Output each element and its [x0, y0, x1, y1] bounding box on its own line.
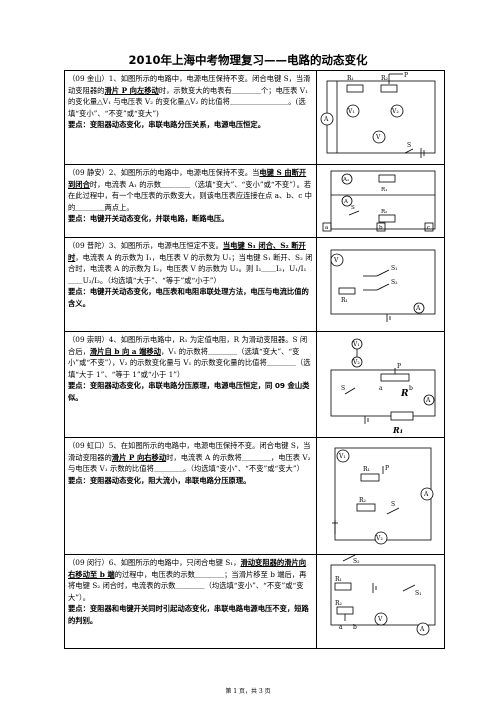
label-s: S [391, 501, 395, 508]
problem-text: （09 静安）2、如图所示的电路中，电源电压保持不变。当电键 S 由断开到闭合时… [65, 165, 317, 237]
label-point-c: c [427, 225, 430, 231]
circuit-diagram-3: V S₁ S₂ R₁ A [317, 238, 444, 331]
label-v1: V₁ [347, 108, 355, 115]
problem-row-5: （09 虹口）5、在如图所示的电路中，电源电压保持不变。闭合电键 S，当滑动变阻… [65, 437, 444, 554]
key-point: 要点：变阻器和电键开关同时引起动态变化，串联电路电源电压不变，短路的判别。 [68, 604, 309, 625]
problem-emphasis: 滑片 P 向左移动 [104, 85, 159, 95]
label-point-b: b [379, 225, 383, 231]
label-a: A [343, 199, 349, 205]
problem-emphasis: 当电键 S₁ 闭合、S₂ 断开时 [68, 241, 306, 262]
label-v1: V₁ [338, 453, 346, 460]
problem-emphasis: 电键 S 由断开到闭合 [68, 168, 307, 189]
problem-text: （09 金山）1、如图所示的电路中，电源电压保持不变。闭合电键 S，当滑动变阻器… [65, 71, 317, 164]
label-r1: R₁ [392, 425, 403, 435]
label-v2: V₂ [352, 359, 360, 366]
label-a: A [425, 397, 431, 404]
label-a1: A₁ [342, 177, 349, 183]
label-r1: R₁ [363, 466, 370, 473]
label-a: A [423, 491, 429, 498]
label-a: A [415, 305, 421, 312]
label-v2: V₂ [375, 535, 383, 542]
label-s1: S₁ [391, 265, 398, 272]
label-r2: R₂ [381, 75, 389, 82]
label-point-b: b [353, 624, 357, 631]
label-v: V [375, 134, 381, 141]
problem-body: （09 普陀）3、如图所示，电源电压恒定不变。 [68, 241, 223, 250]
label-s: S [351, 205, 355, 211]
key-point: 要点：电键开关动态变化，电压表和电阻串联处理方法，电压与电流比值的含义。 [68, 287, 309, 308]
key-point: 要点：电键开关动态变化，并联电路，断路电压。 [68, 214, 229, 224]
label-v2: V₂ [391, 108, 399, 115]
problem-body: （09 金山）1、如图所示的电路中，电源电压保持不变。闭合电键 S，当滑动变阻器… [68, 74, 311, 95]
circuit-diagram-4: V₁ V₂ P S a b R A R₁ [317, 332, 444, 437]
label-s: S [341, 385, 345, 392]
circuit-diagram-5: V₁ R₁ P A R₂ S V₂ [317, 438, 444, 554]
label-v: V [333, 257, 339, 264]
label-v1: V₁ [352, 341, 360, 348]
problem-body-rest: 时，示数变大的电表有＿＿＿＿个；电压表 V₁ 的变化量△V₁ 与电压表 V₂ 的… [68, 85, 308, 118]
problem-row-2: （09 静安）2、如图所示的电路中，电源电压保持不变。当电键 S 由断开到闭合时… [65, 164, 444, 237]
label-r1: R₁ [381, 187, 387, 193]
problem-emphasis: 滑动变阻器的滑片向右移动至 b 端 [68, 558, 307, 579]
label-a-end: a [379, 385, 383, 392]
label-r2: R₂ [381, 209, 387, 215]
key-point: 要点：变阻器动态变化，阻大流小，串联电路分压原理。 [68, 475, 251, 485]
label-a: A [323, 116, 329, 123]
problem-body: （09 静安）2、如图所示的电路中，电源电压保持不变。当 [68, 168, 260, 177]
problem-text: （09 虹口）5、在如图所示的电路中，电源电压保持不变。闭合电键 S，当滑动变阻… [65, 438, 317, 554]
page-footer: 第 1 页，共 3 页 [225, 688, 271, 695]
problem-body-rest: 时，电流表 A 的示数将＿＿＿＿，电压表 V₂ 与电压表 V₁ 示数的比值将＿＿… [68, 452, 311, 474]
problem-text: （09 闵行）6、如图所示的电路中，只闭合电键 S₁，滑动变阻器的滑片向右移动至… [65, 555, 317, 648]
label-r2: R₂ [335, 600, 343, 607]
problem-emphasis: 滑片 P 向右移动 [111, 452, 167, 462]
problem-body: （09 闵行）6、如图所示的电路中，只闭合电键 S₁， [68, 558, 241, 567]
circuit-diagram-1: R₁ R₂ P V₁ V₂ A V S [317, 71, 444, 164]
label-r1: R₁ [341, 297, 348, 304]
label-b-end: b [409, 385, 413, 392]
problem-body: （09 崇明）4、如图所示电路中，R₁ 为定值电阻，R 为滑动变阻器。S 闭合后… [68, 335, 308, 356]
problem-row-6: （09 闵行）6、如图所示的电路中，只闭合电键 S₁，滑动变阻器的滑片向右移动至… [65, 554, 444, 648]
circuit-diagram-2: A₁ A R₁ R₂ S a b c [317, 165, 444, 237]
label-s2: S₂ [391, 279, 398, 286]
problem-body-rest: 的过程中，电压表的示数＿＿＿＿；当滑片移至 b 端后，再将电键 S₂ 闭合时，电… [68, 569, 307, 602]
label-s2: S₂ [353, 558, 360, 565]
label-a: A [419, 626, 425, 633]
problem-body-rest: ，电流表 A 的示数为 I₁，电压表 V 的示数为 U₁；当电键 S₁ 断开、S… [68, 252, 313, 285]
label-r1: R₁ [347, 75, 354, 82]
problem-row-1: （09 金山）1、如图所示的电路中，电源电压保持不变。闭合电键 S，当滑动变阻器… [65, 71, 444, 164]
label-point-a: a [325, 225, 329, 231]
label-p: P [404, 72, 408, 79]
circuit-diagram-6: S₂ R₁ S₁ R₂ a b V A [317, 555, 444, 648]
key-point: 要点：变阻器动态变化，串联电路分压原理，电源电压恒定，同 09 金山类似。 [68, 381, 310, 402]
label-p: P [385, 465, 389, 472]
problem-emphasis: 滑片自 b 向 a 端移动 [89, 346, 161, 356]
problem-body: （09 虹口）5、在如图所示的电路中，电源电压保持不变。闭合电键 S，当滑动变阻… [68, 441, 311, 462]
problem-text: （09 崇明）4、如图所示电路中，R₁ 为定值电阻，R 为滑动变阻器。S 闭合后… [65, 332, 317, 437]
problem-body-rest: 时，电流表 A₁ 的示数＿＿＿＿（选填“变大”、“变小”或“不变”）。若在此过程… [68, 179, 312, 212]
label-r2: R₂ [359, 497, 367, 504]
problem-row-4: （09 崇明）4、如图所示电路中，R₁ 为定值电阻，R 为滑动变阻器。S 闭合后… [65, 331, 444, 437]
problem-body-rest: ，V₁ 的示数将＿＿＿＿（选填“变大”、“变小”或“不变”），V₂ 的示数变化量… [68, 346, 311, 379]
label-v: V [377, 616, 383, 623]
problem-text: （09 普陀）3、如图所示，电源电压恒定不变。当电键 S₁ 闭合、S₂ 断开时，… [65, 238, 317, 331]
label-r1: R₁ [335, 576, 342, 583]
label-s1: S₁ [415, 590, 422, 597]
label-p: P [397, 363, 401, 370]
label-s: S [407, 142, 411, 149]
page-title: 2010年上海中考物理复习——电路的动态变化 [128, 53, 368, 67]
key-point: 要点：变阻器动态变化，串联电路分压关系，电源电压恒定。 [68, 120, 266, 130]
label-point-a: a [339, 624, 343, 631]
problem-row-3: （09 普陀）3、如图所示，电源电压恒定不变。当电键 S₁ 闭合、S₂ 断开时，… [65, 237, 444, 331]
problem-table: （09 金山）1、如图所示的电路中，电源电压保持不变。闭合电键 S，当滑动变阻器… [64, 70, 445, 649]
label-r: R [400, 389, 409, 399]
